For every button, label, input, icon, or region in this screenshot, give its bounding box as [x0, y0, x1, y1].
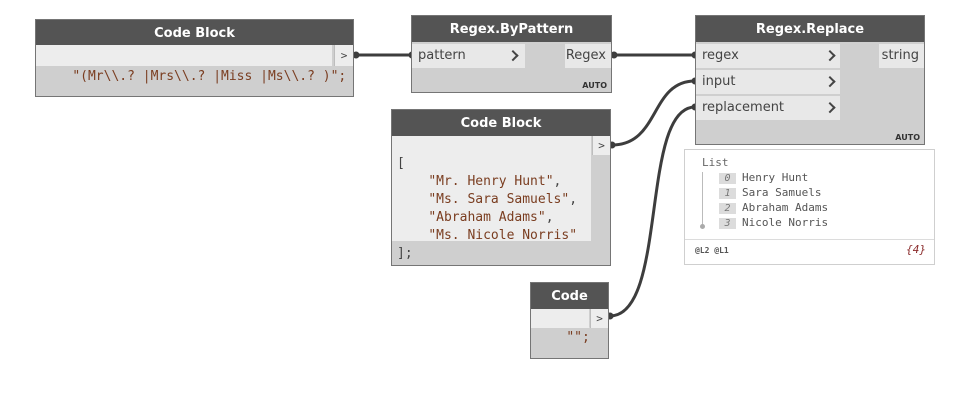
- input-port-pattern[interactable]: pattern: [412, 44, 525, 68]
- item-count: {4}: [906, 243, 926, 256]
- preview-divider: [685, 239, 934, 240]
- code-line-open: [: [397, 156, 405, 171]
- item-index: 1: [719, 188, 736, 199]
- list-levels: @L2 @L1: [695, 246, 729, 255]
- output-port-button[interactable]: >: [592, 136, 610, 155]
- item-index: 3: [719, 218, 736, 229]
- tree-end-dot: [700, 224, 705, 229]
- code-block-empty-node[interactable]: Code Block ""; >: [530, 282, 609, 359]
- output-port-regex[interactable]: Regex: [565, 44, 611, 68]
- node-title[interactable]: Regex.Replace: [696, 16, 924, 42]
- lacing-indicator: AUTO: [582, 81, 607, 90]
- port-label: string: [881, 48, 919, 63]
- input-port-replacement[interactable]: replacement: [696, 96, 840, 120]
- code-editor[interactable]: "";: [531, 309, 590, 345]
- code-string-item: "Ms. Sara Samuels": [428, 192, 570, 207]
- item-index: 2: [719, 203, 736, 214]
- chevron-right-icon: [507, 49, 519, 62]
- node-title[interactable]: Code Block: [531, 283, 608, 332]
- code-block-pattern-node[interactable]: Code Block "(Mr\\.? |Mrs\\.? |Miss |Ms\\…: [35, 19, 354, 97]
- port-label: replacement: [702, 100, 785, 115]
- regex-replace-node[interactable]: Regex.Replace regex input replacement st…: [695, 15, 925, 145]
- preview-list-label: List: [702, 156, 729, 169]
- wire-names-to-input: [611, 79, 696, 147]
- code-editor[interactable]: "(Mr\\.? |Mrs\\.? |Miss |Ms\\.? )";: [36, 45, 346, 84]
- preview-list-item: 0 Henry Hunt: [719, 171, 808, 184]
- preview-list-item: 1 Sara Samuels: [719, 186, 821, 199]
- wire-empty-to-replacement: [609, 105, 696, 318]
- code-text: "(Mr\\.? |Mrs\\.? |Miss |Ms\\.? )";: [72, 69, 347, 84]
- regex-bypattern-node[interactable]: Regex.ByPattern pattern Regex AUTO: [411, 15, 612, 93]
- code-text: "";: [566, 330, 590, 345]
- port-label: Regex: [565, 48, 606, 63]
- code-string-item: "Abraham Adams": [428, 210, 546, 225]
- output-port-button[interactable]: >: [590, 309, 608, 328]
- port-label: input: [702, 74, 736, 89]
- output-port-string[interactable]: string: [879, 44, 924, 68]
- input-port-input[interactable]: input: [696, 70, 840, 94]
- chevron-right-icon: [824, 49, 836, 62]
- code-editor[interactable]: [ "Mr. Henry Hunt", "Ms. Sara Samuels", …: [392, 136, 591, 261]
- preview-list-item: 3 Nicole Norris: [719, 216, 828, 229]
- preview-list-item: 2 Abraham Adams: [719, 201, 828, 214]
- code-string-item: "Ms. Nicole Norris": [428, 228, 578, 243]
- item-value: Nicole Norris: [742, 216, 829, 229]
- port-label: regex: [702, 48, 739, 63]
- tree-line: [702, 172, 703, 226]
- chevron-right-icon: [824, 75, 836, 88]
- code-comma: ,: [569, 192, 578, 207]
- code-line-close: ];: [397, 246, 413, 261]
- node-title[interactable]: Regex.ByPattern: [412, 16, 611, 42]
- node-title[interactable]: Code Block: [392, 110, 610, 136]
- item-index: 0: [719, 173, 736, 184]
- node-title[interactable]: Code Block: [36, 20, 353, 45]
- lacing-indicator: AUTO: [895, 133, 920, 142]
- code-string-item: "Mr. Henry Hunt": [428, 174, 554, 189]
- item-value: Henry Hunt: [742, 171, 809, 184]
- preview-bubble[interactable]: List 0 Henry Hunt 1 Sara Samuels 2 Abraham …: [684, 149, 935, 265]
- input-port-regex[interactable]: regex: [696, 44, 840, 68]
- port-label: pattern: [418, 48, 466, 63]
- code-comma: ,: [553, 174, 562, 189]
- item-value: Sara Samuels: [742, 186, 822, 199]
- item-value: Abraham Adams: [742, 201, 829, 214]
- code-comma: ,: [545, 210, 554, 225]
- chevron-right-icon: [824, 101, 836, 114]
- code-block-names-node[interactable]: Code Block [ "Mr. Henry Hunt", "Ms. Sara…: [391, 109, 611, 266]
- output-port-button[interactable]: >: [334, 45, 353, 66]
